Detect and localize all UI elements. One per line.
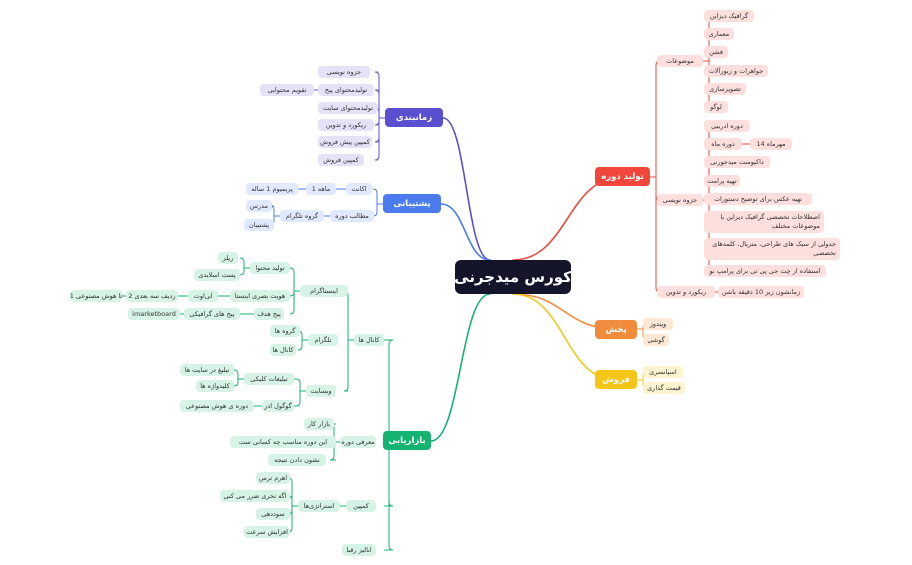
instagram-ai-1[interactable]: تا هوش مصنوعی 1: [69, 290, 123, 302]
topic-architecture[interactable]: معماری: [704, 28, 734, 40]
support-course-content[interactable]: مطالب دوره: [330, 210, 374, 222]
distribution-mobile[interactable]: گوشی: [643, 334, 669, 346]
timing-recording[interactable]: ریکورد و تدوین: [318, 119, 374, 131]
branch-support[interactable]: پشتیبانی: [383, 194, 441, 213]
sales-sponsorship[interactable]: اسپانسری: [643, 366, 683, 378]
timing-sale-campaign[interactable]: کمپین فروش: [318, 154, 364, 166]
website-google-ads[interactable]: گوگول ادز: [262, 400, 294, 412]
support-account-monthly[interactable]: ماهه 1: [306, 183, 336, 195]
booklet-item-5[interactable]: تهیه عکس برای توضیح دستورات: [704, 193, 812, 205]
instagram-content[interactable]: تولید محتوا: [250, 262, 290, 274]
website-ai-course[interactable]: دوره ی هوش مصنوعی: [180, 400, 254, 412]
instagram-target-page[interactable]: پیج هدف: [254, 308, 284, 320]
strategy-profit[interactable]: سوددهی: [256, 508, 290, 520]
topic-jewelry[interactable]: جواهرات و زیورآلات: [704, 65, 768, 77]
booklet-item-8[interactable]: استفاده از چت جی پی تی برای پرامپ نو: [704, 265, 826, 277]
booklet-item-4[interactable]: تهیه پرامت: [704, 175, 740, 187]
support-account[interactable]: اکانت: [346, 183, 372, 195]
channel-telegram[interactable]: تلگرام: [308, 334, 338, 346]
root-node[interactable]: کورس میدجرنی: [454, 260, 572, 294]
support-account-premium[interactable]: پریمیوم 1 ساله: [246, 183, 298, 195]
booklet-month[interactable]: مهرماه 14: [750, 138, 792, 150]
booklet-item-7[interactable]: جدولی از سبک های طراحی، متریال، کلمه‌های…: [704, 238, 840, 260]
marketing-campaign[interactable]: کمپین: [346, 500, 376, 512]
production-topics[interactable]: موضوعات: [657, 55, 703, 67]
timing-presale-campaign[interactable]: کمپین پیش فروش: [318, 136, 372, 148]
production-booklet[interactable]: جزوه نویسی: [657, 194, 703, 206]
website-site-ads[interactable]: تبلیغ در سایت ها: [180, 364, 234, 376]
production-recording[interactable]: ریکورد و تدوین: [657, 286, 715, 298]
instagram-layout[interactable]: لی‌اوت: [188, 290, 218, 302]
intro-job-market[interactable]: بازار کار: [304, 418, 334, 430]
strategy-fear[interactable]: اهرم ترس: [256, 472, 290, 484]
telegram-groups[interactable]: گروه ها: [270, 325, 300, 337]
timing-page-content[interactable]: تولیدمحتوای پیج: [318, 84, 374, 96]
channel-instagram[interactable]: اینستاگرام: [300, 285, 348, 297]
topic-graphic-design[interactable]: گرافیک دیزاین: [704, 10, 754, 22]
website-click-ads[interactable]: تبلیغات کلیکی: [244, 373, 294, 385]
distribution-windows[interactable]: ویندوز: [643, 318, 673, 330]
marketing-intro[interactable]: معرفی دوره: [340, 436, 376, 448]
intro-show-results[interactable]: نشون دادن نتیجه: [268, 454, 326, 466]
website-keywords[interactable]: کلیدواژه ها: [196, 380, 234, 392]
branch-sales[interactable]: فروش: [595, 370, 637, 389]
timing-content-calendar[interactable]: تقویم محتوایی: [260, 84, 314, 96]
support-teacher[interactable]: مدرس: [246, 200, 272, 212]
instagram-carousel[interactable]: پست اسلایدی: [194, 269, 240, 281]
booklet-item-6[interactable]: اصطلاحات تخصصی گرافیک دیزاین با موضوعات …: [704, 211, 824, 233]
timing-booklet[interactable]: جزوه نویسی: [318, 66, 370, 78]
strategy-loss[interactable]: اگه نخری ضرر می کنی: [220, 490, 290, 502]
instagram-graphic-pages[interactable]: پیج های گرافیکی: [184, 308, 240, 320]
marketing-channels[interactable]: کانال ها: [354, 334, 384, 346]
support-telegram-group[interactable]: گروه تلگرام: [280, 210, 324, 222]
booklet-item-3[interactable]: داکیومنت میدجورنی: [704, 156, 770, 168]
support-assistant[interactable]: پشتیبان: [244, 219, 274, 231]
recording-duration[interactable]: زمانشون زیر 10 دقیقه باشن: [718, 286, 804, 298]
campaign-strategies[interactable]: استراتژی‌ها: [298, 500, 340, 512]
instagram-visual-identity[interactable]: هویت بصری اینستا: [230, 290, 290, 302]
topic-logo[interactable]: لوگو: [704, 101, 728, 113]
channel-website[interactable]: وبسایت: [306, 385, 336, 397]
topic-fashion[interactable]: فشن: [704, 46, 728, 58]
instagram-row-3d[interactable]: ردیف سه بعدی 2: [126, 290, 178, 302]
timing-site-content[interactable]: تولیدمحتوای سایت: [318, 102, 378, 114]
branch-timing[interactable]: زمانبندی: [385, 108, 443, 127]
strategy-speed[interactable]: افزایش سرعت: [244, 526, 290, 538]
instagram-reels[interactable]: ریلز: [218, 252, 238, 264]
branch-marketing[interactable]: بازاریابی: [383, 431, 431, 450]
topic-illustration[interactable]: تصویرسازی: [704, 83, 746, 95]
booklet-item-2[interactable]: دوره ماه: [704, 138, 742, 150]
branch-production[interactable]: تولید دوره: [595, 167, 650, 186]
booklet-item-1[interactable]: دوره ادریبی: [704, 120, 750, 132]
instagram-imarketboard[interactable]: imarketboard: [128, 308, 180, 320]
telegram-channels[interactable]: کانال ها: [270, 344, 296, 356]
intro-target-audience[interactable]: این دوره مناسب چه کسانی ست: [230, 436, 336, 448]
sales-pricing[interactable]: قیمت گذاری: [643, 382, 685, 394]
branch-distribution[interactable]: پخش: [595, 320, 637, 339]
marketing-competitor-analysis[interactable]: انالیز رقبا: [342, 544, 376, 556]
